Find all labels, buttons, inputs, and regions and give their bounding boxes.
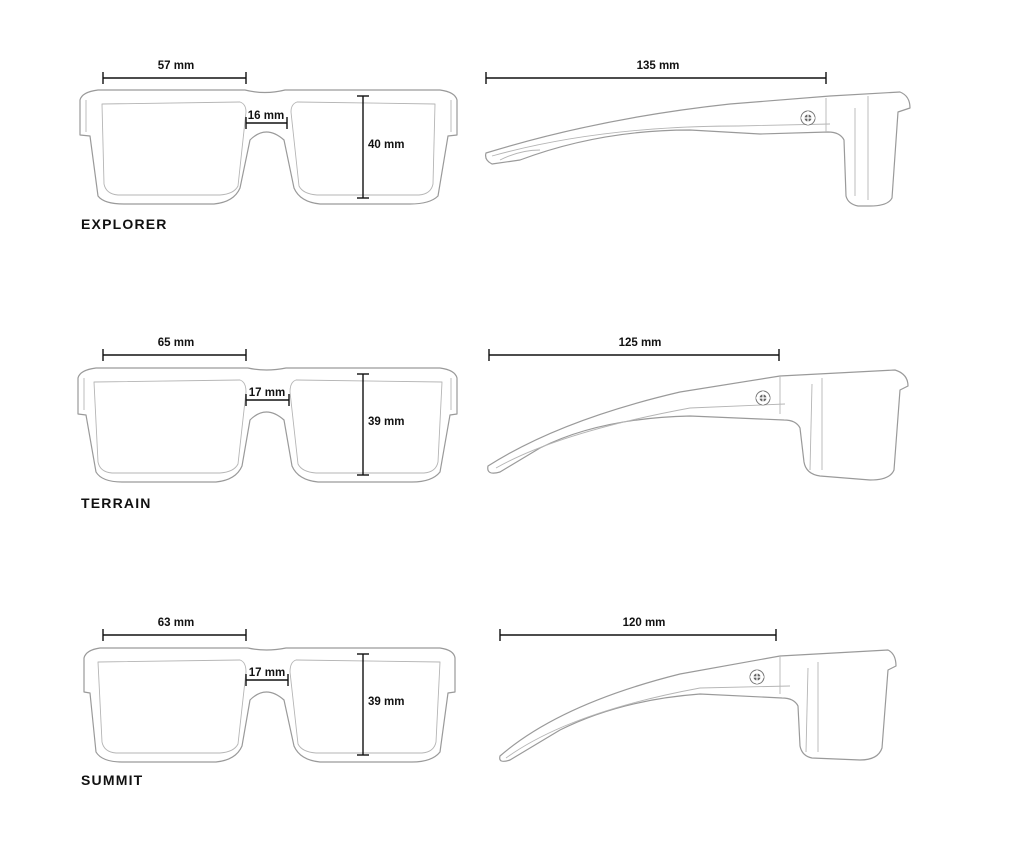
temple-length-label: 125 mm (619, 337, 662, 349)
lens-height-label: 40 mm (368, 139, 404, 151)
side-view-explorer (485, 91, 911, 207)
side-view-summit (499, 649, 897, 762)
lens-width-label: 63 mm (158, 617, 194, 629)
lens-width-dimension: 63 mm (102, 617, 247, 641)
bridge-label: 17 mm (249, 667, 285, 679)
side-view-terrain (487, 369, 909, 481)
model-row-explorer: 57 mm 16 mm 40 mm EXPLORER (79, 60, 911, 232)
bridge-dimension: 17 mm (245, 387, 290, 406)
lens-width-dimension: 57 mm (102, 60, 247, 84)
temple-length-dimension: 125 mm (488, 337, 780, 361)
model-row-terrain: 65 mm 17 mm 39 mm TERRAIN (77, 337, 909, 511)
lens-width-dimension: 65 mm (102, 337, 247, 361)
brand-logo-icon (749, 669, 765, 685)
lens-width-label: 65 mm (158, 337, 194, 349)
lens-height-dimension: 39 mm (357, 653, 404, 756)
model-name: EXPLORER (81, 216, 168, 232)
model-name: SUMMIT (81, 772, 143, 788)
lens-height-label: 39 mm (368, 696, 404, 708)
lens-height-dimension: 39 mm (357, 373, 404, 476)
brand-logo-icon (755, 390, 771, 406)
temple-length-dimension: 135 mm (485, 60, 827, 84)
model-row-summit: 63 mm 17 mm 39 mm SUMMIT (81, 617, 897, 788)
bridge-dimension: 17 mm (245, 667, 289, 686)
lens-height-dimension: 40 mm (357, 95, 404, 199)
lens-height-label: 39 mm (368, 416, 404, 428)
model-name: TERRAIN (81, 495, 152, 511)
front-view-terrain (77, 367, 458, 483)
front-view-summit (83, 647, 456, 763)
brand-logo-icon (800, 110, 816, 126)
temple-length-label: 135 mm (637, 60, 680, 72)
temple-length-label: 120 mm (623, 617, 666, 629)
front-view-explorer (79, 89, 458, 205)
bridge-label: 16 mm (248, 110, 284, 122)
bridge-dimension: 16 mm (245, 110, 288, 129)
temple-length-dimension: 120 mm (499, 617, 777, 641)
bridge-label: 17 mm (249, 387, 285, 399)
lens-width-label: 57 mm (158, 60, 194, 72)
